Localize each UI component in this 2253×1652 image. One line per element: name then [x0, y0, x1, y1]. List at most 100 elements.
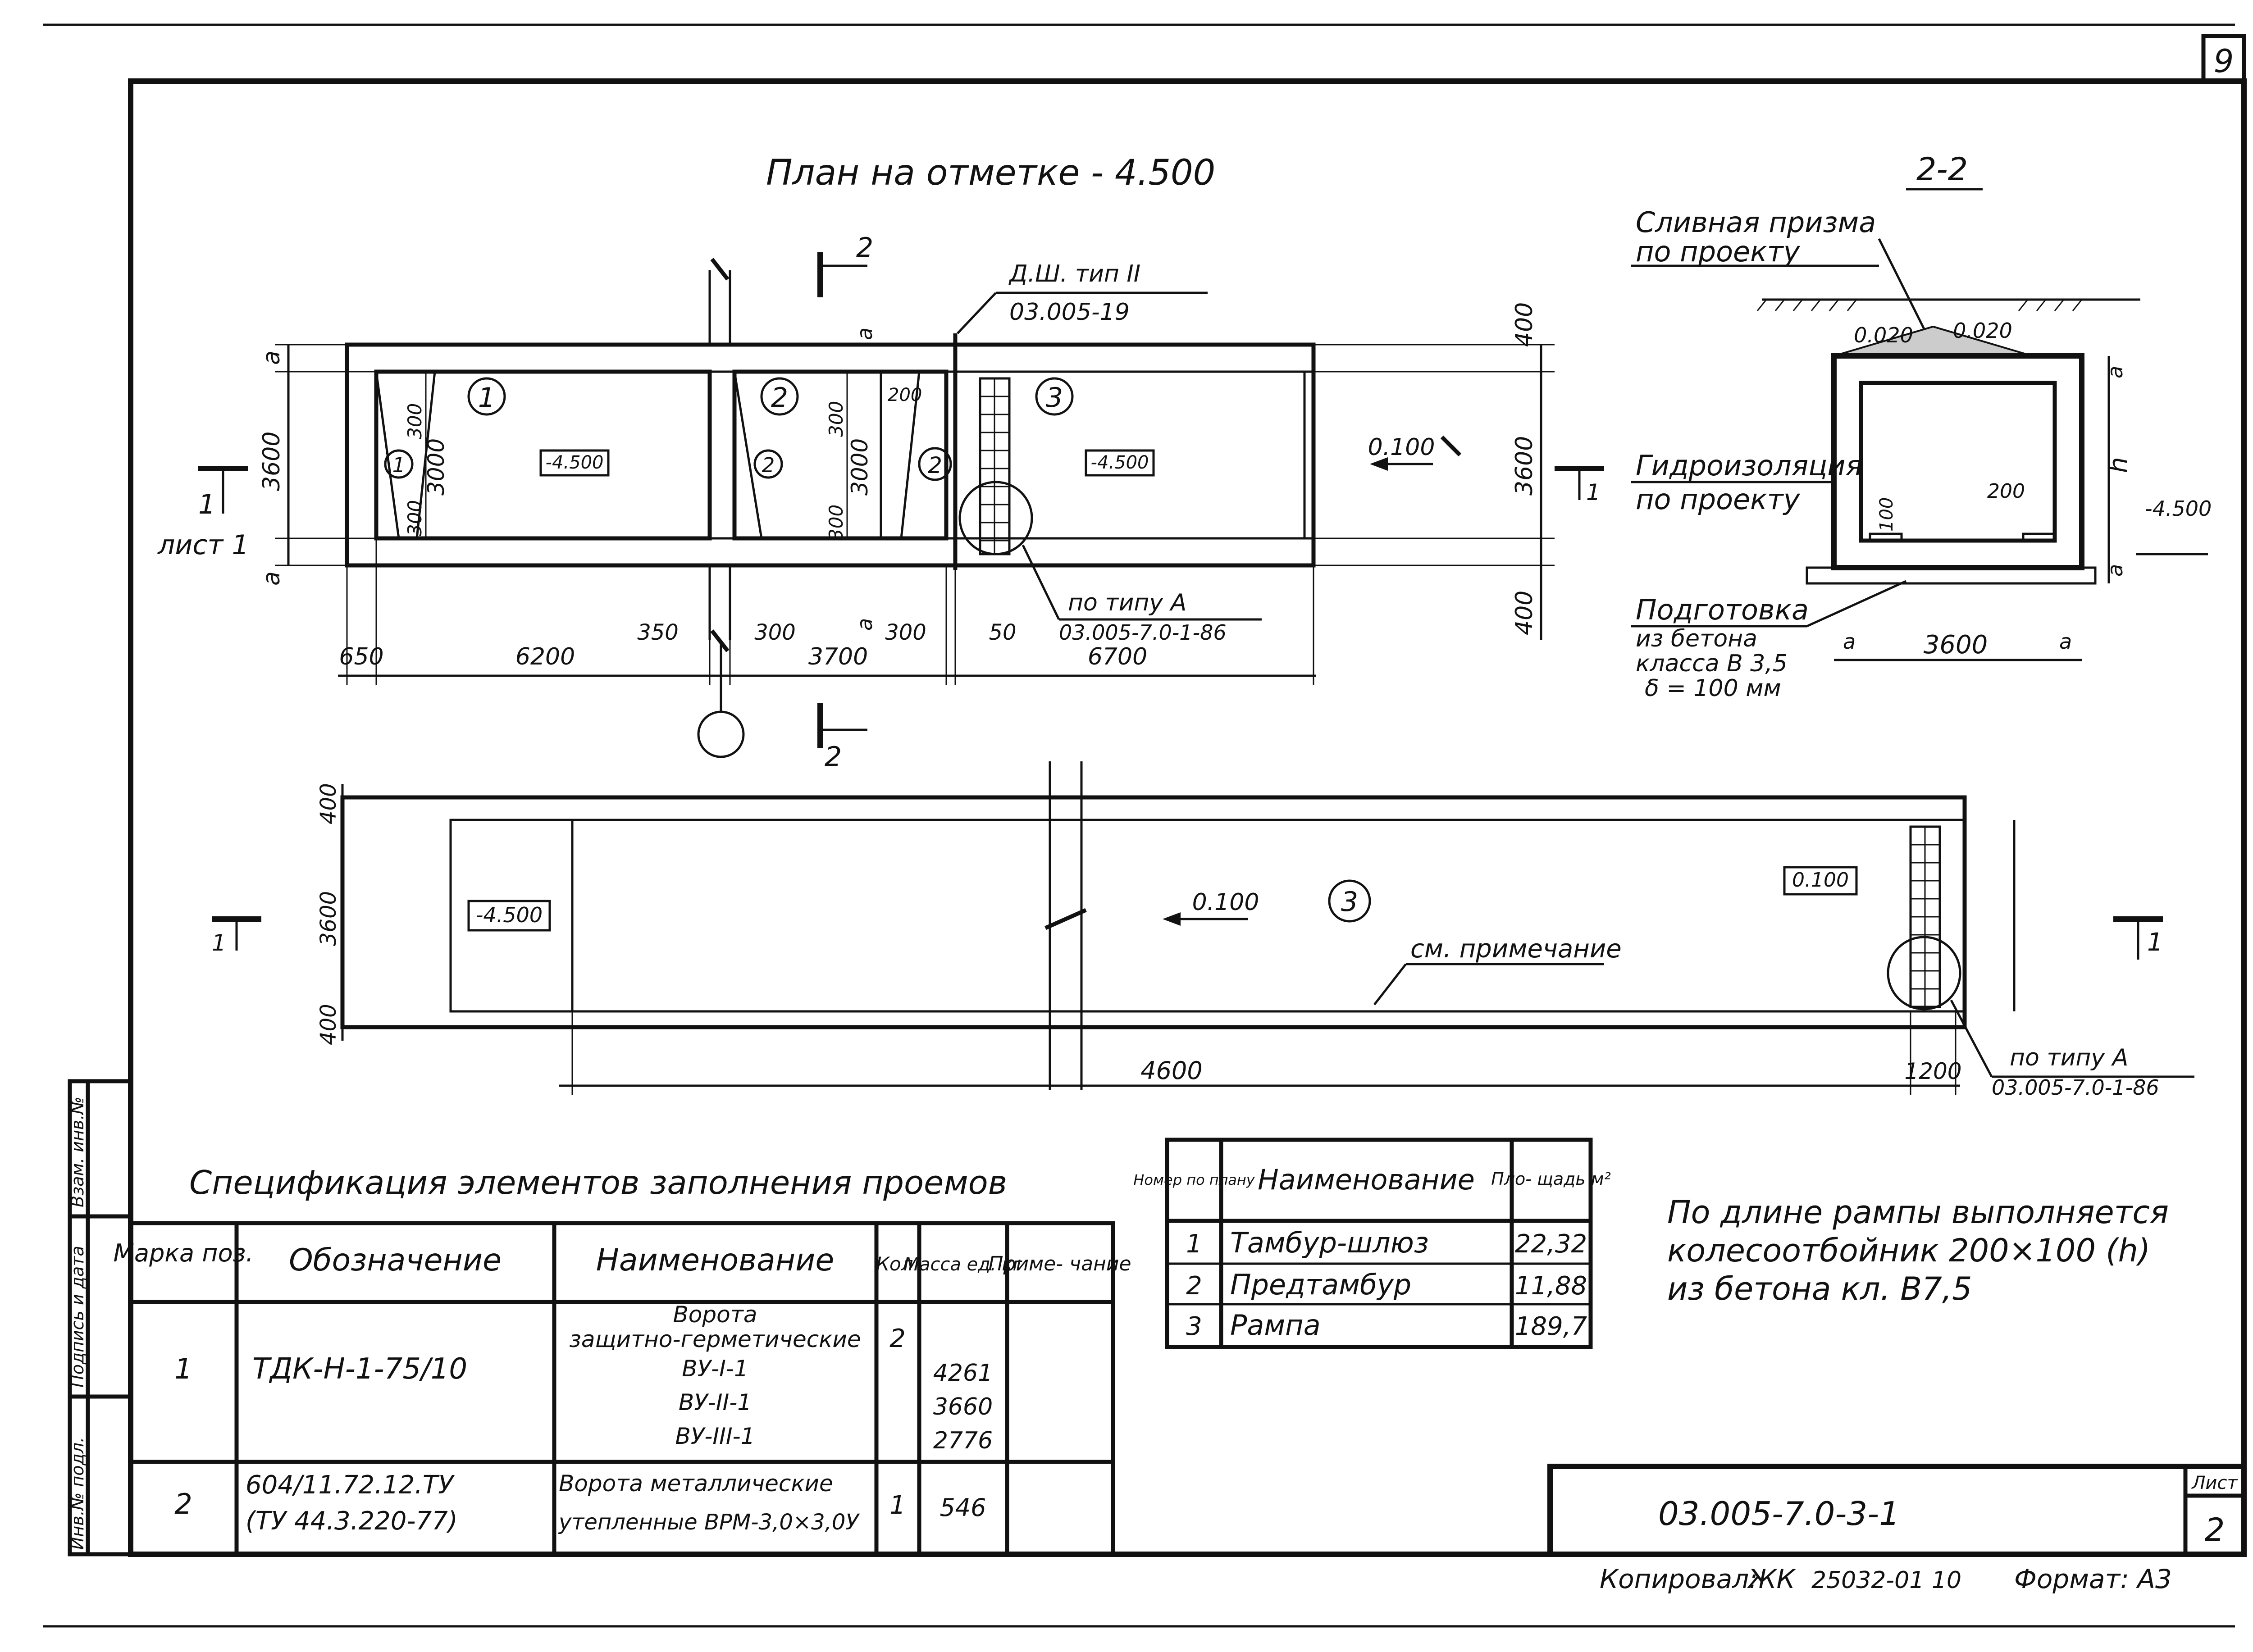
- ramp-note-ref: см. примечание: [1410, 934, 1622, 964]
- drawing-frame: [128, 78, 2247, 1557]
- plan-dim-3700: 3700: [808, 643, 868, 670]
- spec-r2-code-2: (ТУ 44.3.220-77): [246, 1506, 458, 1536]
- ramp-cut-left-label: 1: [212, 930, 226, 956]
- section-elev: -4.500: [2145, 496, 2212, 521]
- plan-grid-ref-1: по типу А: [1068, 589, 1186, 616]
- ramp-elev-top-box: [1783, 866, 1858, 896]
- rooms-r3-num: 3: [1186, 1312, 1202, 1341]
- plan-slope: 0.100: [1368, 434, 1435, 461]
- cut-mark-left-label: 1: [198, 489, 215, 520]
- stamp-replace-label: Взам. инв.№: [68, 1097, 87, 1207]
- sheet-label: Лист: [2191, 1473, 2238, 1493]
- plan-dim-350: 350: [637, 620, 679, 645]
- spec-head-pos: Марка поз.: [113, 1239, 253, 1267]
- drain-label-1: Сливная призма: [1636, 206, 1876, 239]
- elev-box-2: [1085, 449, 1155, 477]
- plan-dim-a-bottom: a: [258, 571, 285, 586]
- section-title: 2-2: [1916, 151, 1968, 188]
- rooms-r3-area: 189,7: [1515, 1312, 1587, 1341]
- plan-dim-3600: 3600: [258, 432, 285, 491]
- section-dim-3600: 3600: [1924, 630, 1988, 660]
- plan-dim-300-a: 300: [754, 620, 796, 645]
- ramp-note-leader: [1373, 963, 1407, 1006]
- spec-r1-mass-3: 2776: [933, 1427, 993, 1454]
- footer-format: Формат: А3: [2014, 1564, 2172, 1594]
- spec-r1-code: ТДК-Н-1-75/10: [252, 1352, 467, 1386]
- ground-hatch: [1756, 299, 2083, 311]
- section-dim-a-top: a: [2103, 366, 2127, 378]
- section-2-2: 2-2 Сливная призма по проекту 0.020 0.02…: [1631, 151, 2212, 702]
- ramp-elev-top: 0.100: [1792, 869, 1849, 892]
- drain-label-2: по проекту: [1636, 235, 1801, 268]
- plan-drawing: 1 2 3 1 2 2 -4.500 -4.500 0.100 2 2 1 ли…: [157, 232, 1604, 773]
- ramp-room-number: 3: [1341, 886, 1358, 918]
- stamp-sign-label: Подпись и дата: [68, 1246, 87, 1388]
- spec-r1-pos: 1: [174, 1352, 192, 1385]
- rooms-table-frame: [1165, 1138, 1593, 1349]
- plan-dim-a-top: a: [258, 350, 285, 365]
- room-3-number: 3: [1046, 382, 1063, 414]
- base-label-4: δ = 100 мм: [1645, 675, 1781, 702]
- ramp-grid-circle: [1887, 936, 1961, 1010]
- note-line-1: По длине рампы выполняется: [1667, 1194, 2169, 1231]
- spec-r2-qty: 1: [889, 1491, 906, 1520]
- ramp-slope-arrowhead: [1163, 912, 1181, 926]
- ramp-elev-box: [467, 900, 551, 932]
- section-dim-h: h: [2104, 457, 2133, 473]
- section-dim-100: 100: [1876, 497, 1897, 532]
- door-ref-2: 03.005-19: [1009, 299, 1130, 326]
- ramp-slope: 0.100: [1192, 889, 1259, 916]
- room-3-marker: [1035, 377, 1074, 416]
- footer-copied: Копировал:: [1600, 1564, 1758, 1594]
- note-line-3: из бетона кл. В7,5: [1667, 1270, 1972, 1307]
- rooms-r1-name: Тамбур-шлюз: [1230, 1226, 1429, 1259]
- axis-bubble: [697, 710, 745, 758]
- gate-3-leaf: [900, 371, 921, 539]
- plan-dim-650: 650: [339, 643, 383, 670]
- spec-r1-name-4: ВУ-II-1: [679, 1389, 752, 1415]
- spec-head-qty: Кол.: [876, 1253, 919, 1275]
- footer-number: 25032-01 10: [1811, 1567, 1961, 1594]
- sheet-reference: лист 1: [157, 529, 249, 561]
- slope-arrowhead: [1370, 457, 1388, 471]
- ramp-room-marker: [1328, 879, 1371, 923]
- gate-3-marker: [918, 447, 952, 481]
- plan-dim-400-top: 400: [1511, 302, 1538, 347]
- room-1-number: 1: [478, 382, 495, 414]
- ramp-dim-3600: 3600: [316, 891, 341, 946]
- spec-r2-name-2: утепленные ВРМ-3,0×3,0У: [558, 1510, 860, 1535]
- ramp-dim-400-bottom: 400: [316, 1004, 341, 1045]
- ramp-elev: -4.500: [476, 903, 543, 927]
- ramp-plan: 400 3600 400 1 1 -4.500 0.100 3 0.100 см…: [212, 761, 2194, 1100]
- ramp-inner-wall: [449, 819, 1966, 1013]
- plan-title: План на отметке - 4.500: [766, 153, 1215, 193]
- cut-mark-right-label: 1: [1586, 479, 1601, 505]
- rooms-head-area: Пло- щадь м²: [1491, 1169, 1611, 1189]
- spec-r2-code-1: 604/11.72.12.ТУ: [246, 1470, 455, 1500]
- section-dim-a-left: a: [1843, 629, 1856, 654]
- base-label-2: из бетона: [1636, 625, 1757, 652]
- room-1-dim-3000: 3000: [423, 438, 449, 496]
- spec-r1-name-1: Ворота: [673, 1302, 757, 1328]
- elev-1: -4.500: [546, 452, 604, 473]
- wheel-stop-left: [1869, 532, 1903, 542]
- ramp-break-mark: [1044, 908, 1087, 930]
- room-2-dim-300b: 300: [825, 505, 847, 541]
- door-ref-leader: [957, 292, 997, 334]
- ramp-outer-wall: [340, 795, 1967, 1029]
- room-2-dim-300a: 300: [825, 401, 847, 437]
- sheet-number: 2: [2205, 1511, 2225, 1548]
- spec-title: Спецификация элементов заполнения проемо…: [189, 1164, 1007, 1201]
- section-dim-200: 200: [1987, 480, 2025, 503]
- spec-r1-mass-1: 4261: [933, 1360, 993, 1387]
- plan-dim-a-bottom-2: a: [853, 618, 877, 631]
- break-mark-right: [1440, 435, 1462, 457]
- rooms-r2-name: Предтамбур: [1230, 1268, 1411, 1301]
- room-1-dim-300b: 300: [404, 500, 426, 536]
- gate-1-marker: [384, 449, 414, 479]
- plan-dim-3600-right: 3600: [1511, 436, 1538, 496]
- spec-r1-name-3: ВУ-I-1: [682, 1356, 748, 1382]
- rooms-r1-area: 22,32: [1515, 1229, 1587, 1259]
- spec-r2-mass: 546: [940, 1493, 986, 1522]
- gate-2-leaf-left: [733, 371, 763, 539]
